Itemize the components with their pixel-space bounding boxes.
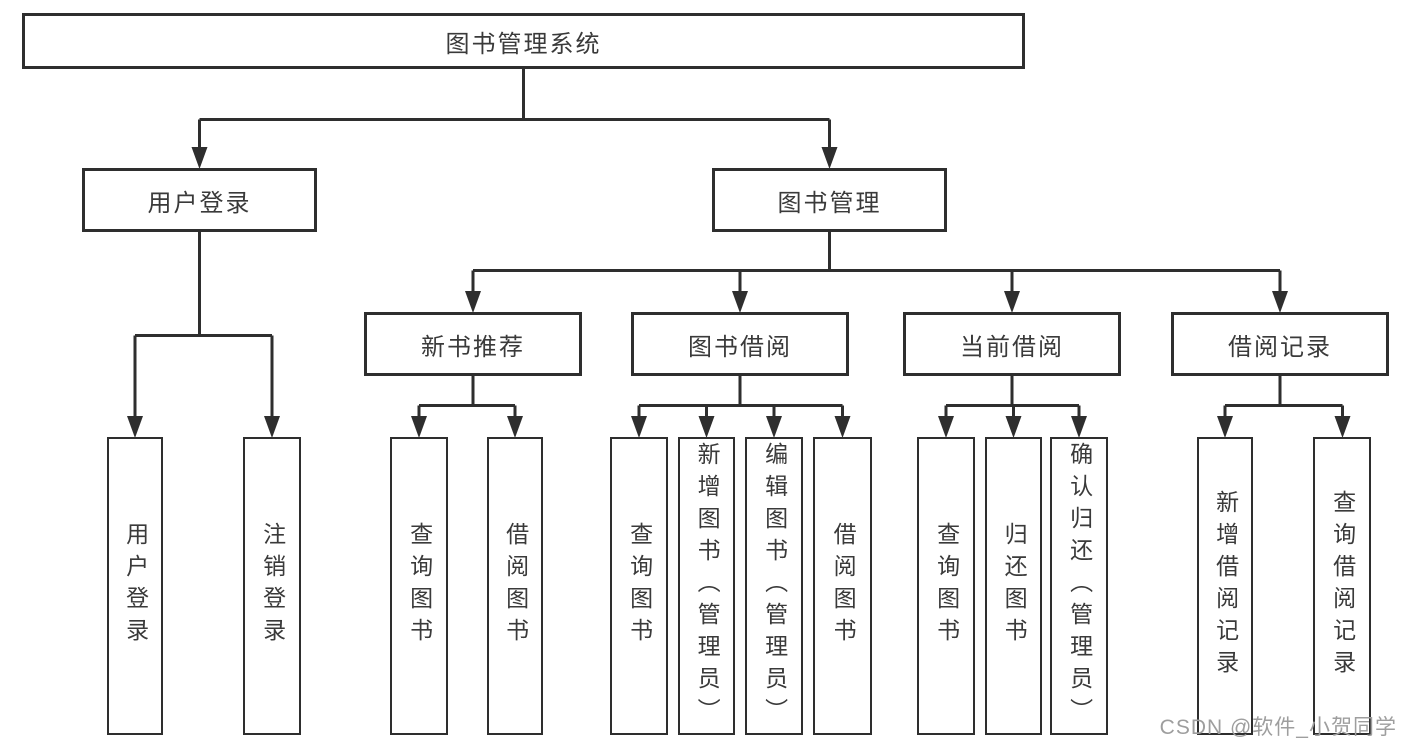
arrowhead-icon <box>631 416 647 438</box>
leaf-bb-borrow-books-label: 借阅图书 <box>830 522 857 650</box>
leaf-cb-confirm-return-admin: 确认归还（管理员） <box>1050 437 1108 735</box>
leaf-cb-return-books-label: 归还图书 <box>1001 522 1028 650</box>
connector-newbook-to-leaves <box>417 375 517 421</box>
connector-currentborrow-to-leaves <box>944 375 1081 421</box>
connector-bookmgmt-to-level3 <box>471 231 1282 296</box>
node-current-borrow-label: 当前借阅 <box>960 333 1064 361</box>
leaf-br-query-borrow-record-label: 查询借阅记录 <box>1329 490 1356 682</box>
arrowhead-icon <box>1217 416 1233 438</box>
leaf-nbr-query-books: 查询图书 <box>390 437 448 735</box>
arrowhead-icon <box>1071 416 1087 438</box>
connector-bookborrow-to-leaves <box>637 375 844 421</box>
leaf-cb-query-books: 查询图书 <box>917 437 975 735</box>
node-current-borrow: 当前借阅 <box>903 312 1121 376</box>
leaf-logout: 注销登录 <box>243 437 301 735</box>
node-borrow-records-label: 借阅记录 <box>1228 333 1332 361</box>
node-book-borrow: 图书借阅 <box>631 312 849 376</box>
leaf-user-login: 用户登录 <box>107 437 163 735</box>
leaf-nbr-query-books-label: 查询图书 <box>406 522 433 650</box>
node-new-book-recommend: 新书推荐 <box>364 312 582 376</box>
node-book-borrow-label: 图书借阅 <box>688 333 792 361</box>
arrowhead-icon <box>1334 416 1351 438</box>
node-user-login: 用户登录 <box>82 168 317 232</box>
arrowhead-icon <box>1004 291 1020 313</box>
node-book-management: 图书管理 <box>712 168 947 232</box>
arrowhead-icon <box>127 416 143 438</box>
leaf-cb-return-books: 归还图书 <box>985 437 1042 735</box>
node-new-book-recommend-label: 新书推荐 <box>421 333 525 361</box>
node-user-login-label: 用户登录 <box>147 189 252 217</box>
leaf-logout-label: 注销登录 <box>259 522 286 650</box>
node-book-management-label: 图书管理 <box>777 189 882 217</box>
leaf-bb-borrow-books: 借阅图书 <box>813 437 872 735</box>
leaf-bb-query-books-label: 查询图书 <box>626 522 653 650</box>
connector-userlogin-to-leaves <box>133 231 274 421</box>
connector-borrowrecords-to-leaves <box>1223 375 1344 421</box>
arrowhead-icon <box>766 416 782 438</box>
arrowhead-icon <box>264 416 280 438</box>
leaf-bb-edit-books-admin: 编辑图书（管理员） <box>745 437 803 735</box>
leaf-bb-add-books-admin: 新增图书（管理员） <box>678 437 735 735</box>
leaf-br-add-borrow-record: 新增借阅记录 <box>1197 437 1253 735</box>
arrowhead-icon <box>1272 291 1288 313</box>
leaf-nbr-borrow-books-label: 借阅图书 <box>502 522 529 650</box>
arrowhead-icon <box>732 291 748 313</box>
arrowhead-icon <box>507 416 523 438</box>
csdn-watermark: CSDN @软件_小贺同学 <box>1159 716 1397 739</box>
node-borrow-records: 借阅记录 <box>1171 312 1389 376</box>
leaf-br-query-borrow-record: 查询借阅记录 <box>1313 437 1371 735</box>
leaf-user-login-label: 用户登录 <box>122 522 149 650</box>
arrowhead-icon <box>834 416 851 438</box>
leaf-bb-edit-books-admin-label: 编辑图书（管理员） <box>761 442 788 730</box>
connector-root-to-level2 <box>198 68 831 152</box>
arrowhead-icon <box>411 416 427 438</box>
leaf-br-add-borrow-record-label: 新增借阅记录 <box>1212 490 1239 682</box>
leaf-bb-add-books-admin-label: 新增图书（管理员） <box>694 442 721 730</box>
arrowhead-icon <box>191 147 208 169</box>
leaf-bb-query-books: 查询图书 <box>610 437 668 735</box>
arrowhead-icon <box>465 291 481 313</box>
node-root-system: 图书管理系统 <box>22 13 1025 69</box>
arrowhead-icon <box>821 147 838 169</box>
arrowhead-icon <box>1005 416 1022 438</box>
leaf-cb-query-books-label: 查询图书 <box>933 522 960 650</box>
leaf-nbr-borrow-books: 借阅图书 <box>487 437 543 735</box>
arrowhead-icon <box>698 416 715 438</box>
node-root-system-label: 图书管理系统 <box>445 30 602 58</box>
leaf-cb-confirm-return-admin-label: 确认归还（管理员） <box>1066 442 1093 730</box>
arrowhead-icon <box>938 416 954 438</box>
